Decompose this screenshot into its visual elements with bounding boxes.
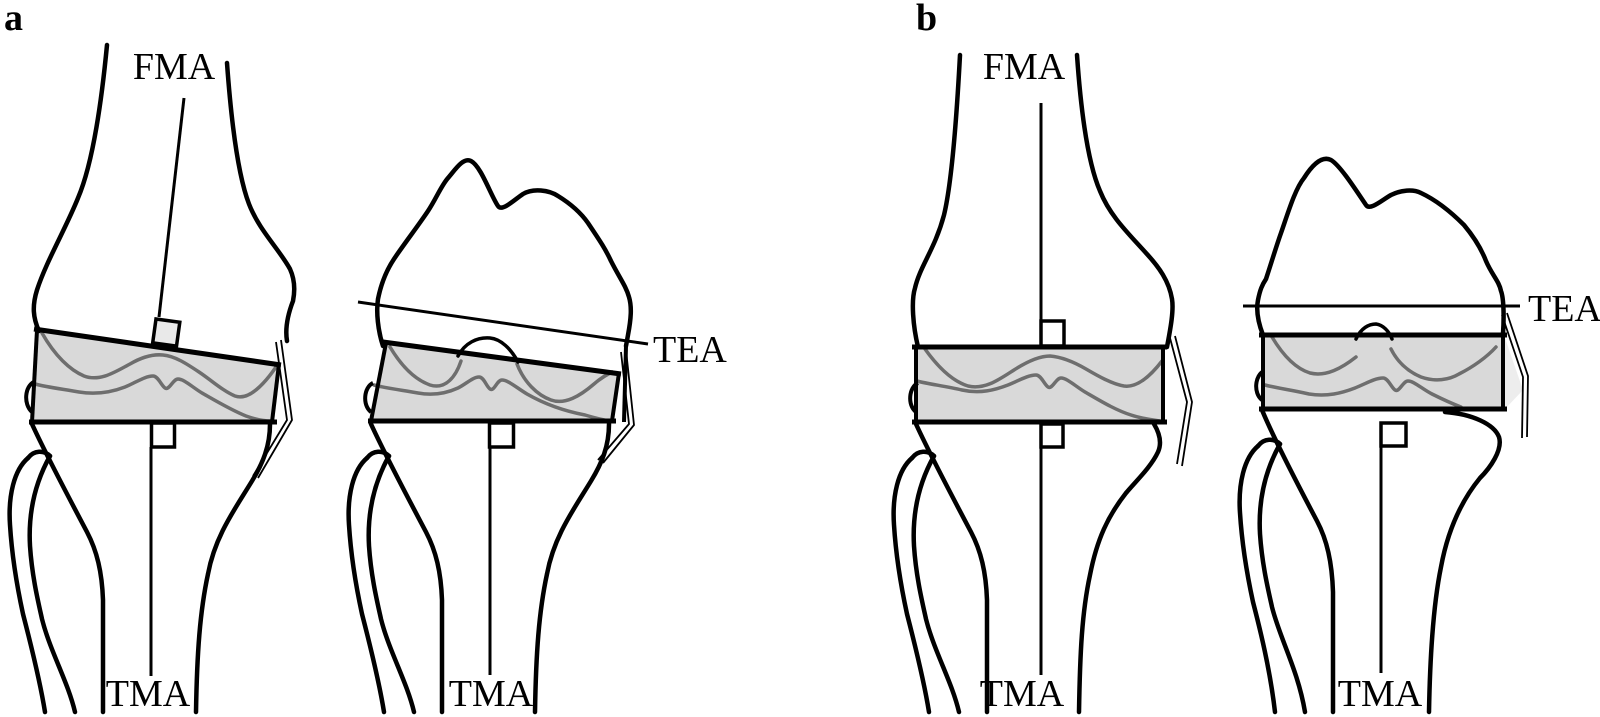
fibula-head-arc bbox=[1255, 437, 1283, 449]
fibula-outline-inner bbox=[366, 453, 417, 715]
fibula-head-arc bbox=[25, 449, 53, 461]
ligament-line-outer bbox=[602, 349, 635, 464]
tea-label: TEA bbox=[1528, 288, 1600, 330]
right-angle-marker-tibial bbox=[149, 421, 177, 449]
ligament-wedge-shading bbox=[1505, 338, 1523, 409]
joint-line-wave-lower bbox=[1263, 376, 1463, 409]
extension-knee-b: FMA TMA bbox=[891, 46, 1193, 715]
femur-outline-lateral bbox=[224, 60, 297, 344]
tma-label: TMA bbox=[449, 673, 534, 715]
joint-line-wave-upper-left bbox=[388, 345, 463, 388]
fma-axis-line bbox=[157, 97, 186, 318]
trochlear-groove-bump bbox=[1354, 322, 1394, 341]
tma-label: TMA bbox=[106, 673, 191, 715]
femur-outline-lateral bbox=[1074, 52, 1175, 350]
trochlear-groove-bump bbox=[456, 336, 520, 364]
femur-outline-medial bbox=[910, 52, 963, 350]
tibia-outline-medial bbox=[368, 421, 445, 715]
medial-capsule-bump bbox=[363, 381, 375, 414]
right-angle-marker-femoral bbox=[1039, 319, 1066, 348]
tibia-outline-lateral bbox=[1426, 409, 1502, 715]
fibula-outline-outer bbox=[7, 455, 48, 715]
gap-medial-edge bbox=[369, 342, 388, 422]
ligament-line-inner bbox=[1169, 337, 1188, 465]
femur-outline-medial bbox=[31, 42, 110, 334]
lateral-collateral-ligament bbox=[1169, 335, 1193, 467]
joint-line-wave-lower bbox=[33, 374, 273, 423]
panel-a: a FMA TMA bbox=[4, 0, 727, 715]
joint-line-wave-upper-right bbox=[515, 362, 614, 404]
fma-label: FMA bbox=[983, 46, 1066, 88]
ligament-line-outer bbox=[1174, 335, 1193, 467]
tibia-outline-medial bbox=[913, 421, 990, 715]
panel-b-label: b bbox=[916, 0, 937, 39]
tibia-outline-medial bbox=[29, 421, 106, 715]
tma-label: TMA bbox=[980, 673, 1065, 715]
joint-line-wave-upper bbox=[40, 331, 278, 399]
ligament-line-inner bbox=[597, 351, 630, 461]
fma-label: FMA bbox=[133, 46, 216, 88]
tibia-outline-lateral bbox=[532, 421, 612, 715]
fibula-head-arc bbox=[364, 449, 392, 461]
fibula-outline-inner bbox=[27, 453, 78, 715]
extension-knee-a: FMA TMA bbox=[7, 42, 297, 715]
tea-label: TEA bbox=[653, 329, 727, 371]
lateral-collateral-ligament-taut bbox=[1501, 312, 1529, 439]
femoral-cut-line bbox=[33, 326, 282, 368]
right-angle-marker-tibial bbox=[487, 421, 516, 449]
ligament-line-inner bbox=[1501, 314, 1524, 439]
gap-lateral-edge bbox=[270, 363, 281, 423]
flexion-knee-a: TEA TMA bbox=[346, 158, 727, 715]
joint-line-wave-lower bbox=[372, 375, 612, 423]
joint-line-wave-upper-right bbox=[1389, 345, 1498, 382]
femur-axial-outline bbox=[1254, 156, 1506, 338]
tma-label: TMA bbox=[1338, 673, 1423, 715]
tibia-outline-lateral bbox=[1076, 421, 1163, 715]
joint-line-wave-upper-left bbox=[1270, 335, 1358, 376]
flexion-knee-b: TEA TMA bbox=[1237, 156, 1600, 715]
right-angle-marker-tibial bbox=[1379, 421, 1408, 448]
tibia-outline-medial bbox=[1259, 407, 1336, 715]
ligament-line-outer bbox=[257, 339, 293, 479]
fibula-outline-outer bbox=[346, 455, 387, 715]
right-angle-marker-femoral bbox=[150, 317, 182, 349]
gap-lateral-edge bbox=[610, 372, 621, 422]
joint-line-wave-upper bbox=[923, 347, 1164, 389]
medial-capsule-bump bbox=[908, 381, 920, 414]
fibula-outline-inner bbox=[1257, 441, 1308, 715]
posterior-femoral-cut-line bbox=[382, 339, 622, 377]
right-angle-marker-tibial bbox=[1039, 422, 1065, 449]
fibula-outline-outer bbox=[1237, 443, 1278, 715]
tea-axis-line bbox=[357, 300, 649, 346]
ligament-line-inner bbox=[252, 341, 288, 477]
fibula-head-arc bbox=[909, 449, 937, 461]
lateral-collateral-ligament-slack bbox=[597, 349, 635, 464]
joint-line-wave-lower bbox=[915, 373, 1162, 423]
panel-b: b FMA TMA bbox=[891, 0, 1600, 715]
fibula-outline-inner bbox=[911, 453, 962, 715]
gap-medial-edge bbox=[30, 329, 39, 423]
lateral-collateral-ligament-slack bbox=[252, 339, 293, 479]
medial-capsule-bump bbox=[24, 380, 36, 414]
medial-capsule-bump bbox=[1254, 369, 1266, 402]
fibula-outline-outer bbox=[891, 455, 932, 715]
ligament-line-outer bbox=[1506, 312, 1529, 438]
femur-axial-outline bbox=[374, 158, 634, 349]
panel-a-label: a bbox=[4, 0, 23, 39]
